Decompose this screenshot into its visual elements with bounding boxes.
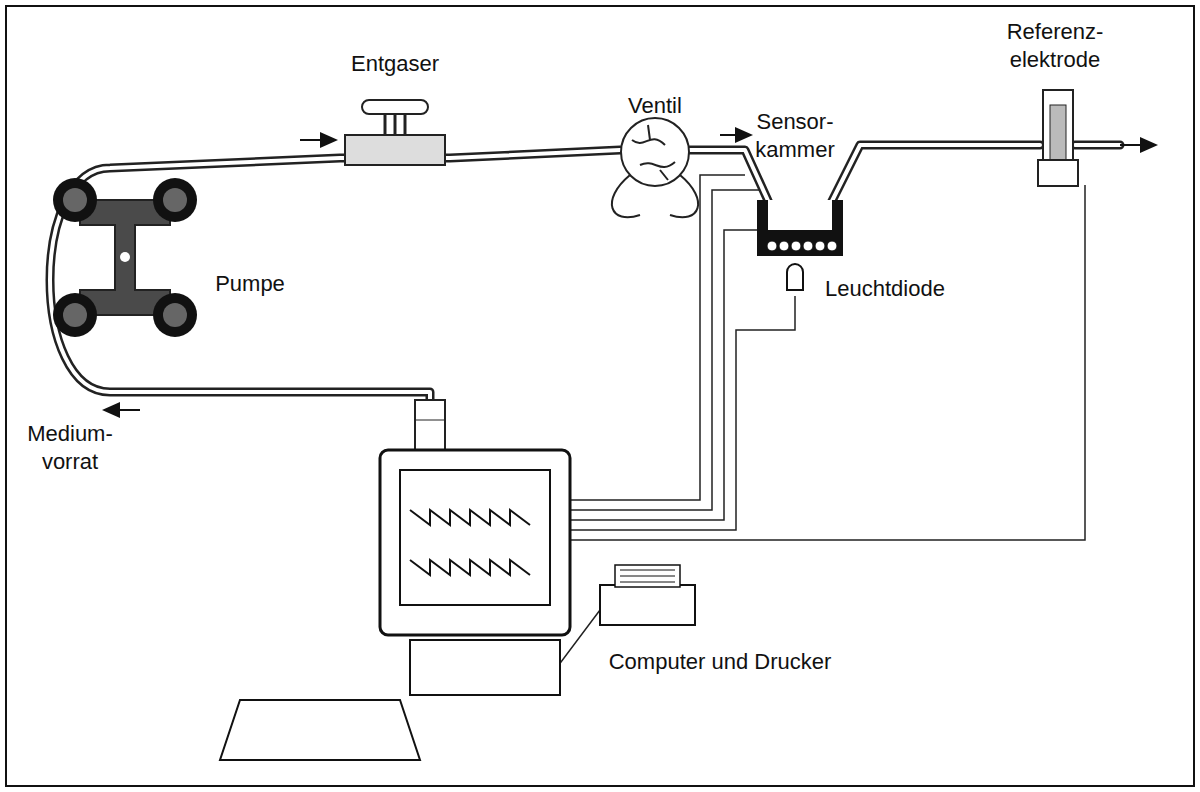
part-name: Leuchtdiode [815,275,955,303]
part-name: Computer und Drucker [590,648,850,676]
part-name: Ventil [600,92,710,120]
part-name: Entgaser [335,50,455,78]
part-name: Pumpe [200,270,300,298]
part-name: Medium- vorrat [20,420,120,476]
part-name: Sensor- kammer [745,108,845,164]
part-name: Referenz- elektrode [1000,18,1110,74]
